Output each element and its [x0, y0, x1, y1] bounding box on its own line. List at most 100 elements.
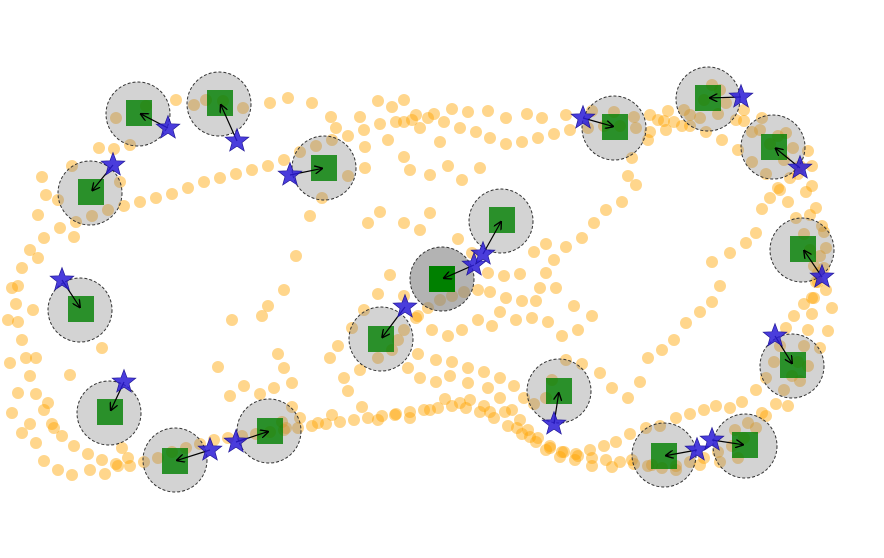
data-point [814, 342, 826, 354]
data-point [499, 406, 511, 418]
data-point [12, 280, 24, 292]
data-point [324, 352, 336, 364]
data-point [770, 398, 782, 410]
data-point [528, 246, 540, 258]
landmark-square [368, 326, 394, 352]
data-point [30, 352, 42, 364]
star-marker [100, 151, 126, 176]
data-point [482, 382, 494, 394]
data-point [84, 464, 96, 476]
data-point [392, 334, 404, 346]
data-point [778, 384, 790, 396]
data-point [540, 444, 552, 456]
data-point [398, 217, 410, 229]
data-point [294, 412, 306, 424]
data-point [628, 458, 640, 470]
data-point [540, 238, 552, 250]
data-point [424, 404, 436, 416]
data-point [68, 440, 80, 452]
data-point [439, 393, 451, 405]
data-point [48, 422, 60, 434]
data-point [442, 160, 454, 172]
data-point [442, 330, 454, 342]
data-point [530, 436, 542, 448]
data-point [334, 416, 346, 428]
data-point [764, 192, 776, 204]
data-point [694, 112, 706, 124]
data-point [426, 324, 438, 336]
data-point [508, 380, 520, 392]
data-point [616, 196, 628, 208]
data-point [808, 292, 820, 304]
data-point [102, 204, 114, 216]
data-point [16, 262, 28, 274]
data-point [182, 182, 194, 194]
data-point [720, 97, 732, 109]
data-point [558, 446, 570, 458]
data-point [798, 298, 810, 310]
data-point [6, 282, 18, 294]
data-point [238, 380, 250, 392]
data-point [822, 325, 834, 337]
data-point [278, 284, 290, 296]
data-point [746, 126, 758, 138]
data-point [662, 105, 674, 117]
data-point [424, 207, 436, 219]
data-point [414, 372, 426, 384]
data-point [286, 401, 298, 413]
data-point [24, 370, 36, 382]
data-point [660, 124, 672, 136]
star-marker [728, 83, 754, 108]
star-marker [155, 114, 181, 139]
data-point [532, 432, 544, 444]
data-point [332, 340, 344, 352]
data-point [362, 412, 374, 424]
data-point [478, 366, 490, 378]
data-point [166, 188, 178, 200]
star-marker [392, 293, 418, 318]
landmark-square [651, 443, 677, 469]
data-point [342, 170, 354, 182]
data-point [736, 396, 748, 408]
data-point [754, 124, 766, 136]
data-point [482, 267, 494, 279]
data-point [398, 116, 410, 128]
data-point [2, 314, 14, 326]
data-point [374, 206, 386, 218]
direction-arrow [482, 222, 501, 255]
data-point [700, 126, 712, 138]
data-point [446, 103, 458, 115]
data-point [124, 139, 136, 151]
points-layer [2, 79, 838, 481]
data-point [634, 376, 646, 388]
data-point [348, 414, 360, 426]
data-point [256, 310, 268, 322]
data-point [610, 436, 622, 448]
data-point [534, 282, 546, 294]
landmark-square [429, 266, 455, 292]
data-point [390, 408, 402, 420]
stars-layer [49, 83, 835, 461]
landmark-square [790, 236, 816, 262]
data-point [418, 404, 430, 416]
star-marker [762, 322, 788, 347]
data-point [684, 109, 696, 121]
data-point [474, 406, 486, 418]
data-point [384, 269, 396, 281]
data-point [694, 459, 706, 471]
data-point [278, 362, 290, 374]
data-point [654, 420, 666, 432]
data-point [569, 454, 581, 466]
data-point [506, 404, 518, 416]
landmark-square [257, 418, 283, 444]
landmark-square [207, 90, 233, 116]
data-point [246, 164, 258, 176]
landmark-square [311, 155, 337, 181]
data-point [542, 316, 554, 328]
data-point [86, 210, 98, 222]
data-point [484, 132, 496, 144]
data-point [424, 169, 436, 181]
data-point [354, 111, 366, 123]
data-point [24, 418, 36, 430]
data-point [70, 216, 82, 228]
